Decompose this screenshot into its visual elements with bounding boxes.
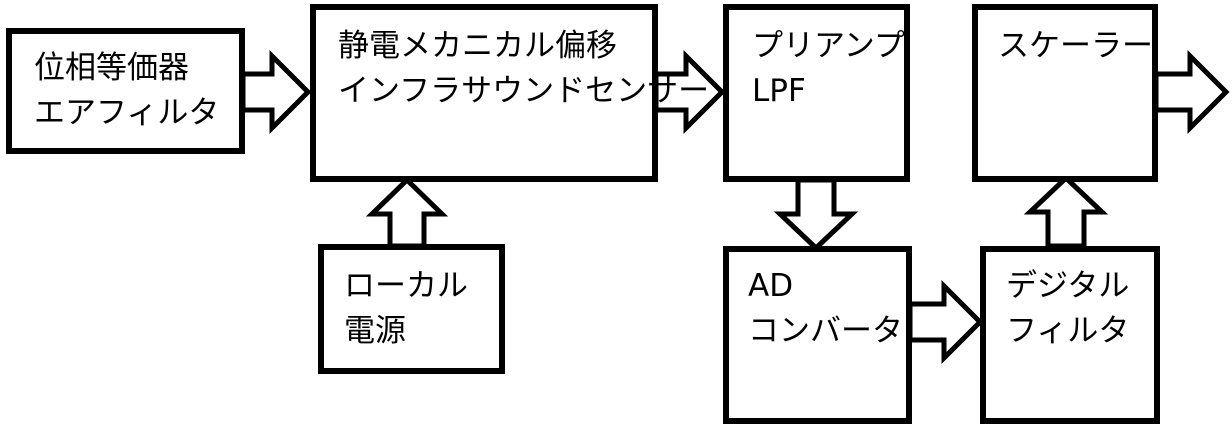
air-filter-line2: エアフィルタ (34, 95, 220, 131)
block-infrasound-sensor-label: 静電メカニカル偏移 インフラサウンドセンサー (338, 24, 709, 114)
arrow-scaler-output (1153, 49, 1230, 135)
block-local-power (318, 244, 505, 374)
adc-line2: コンバータ (748, 313, 903, 349)
digital-filter-line2: フィルタ (1006, 313, 1130, 349)
block-ad-converter-label: AD コンバータ (748, 264, 903, 354)
arrow-sensor-to-preamp (653, 49, 726, 135)
block-scaler-label: スケーラー (998, 24, 1153, 69)
block-preamp-lpf (723, 4, 910, 182)
block-digital-filter (980, 246, 1160, 424)
block-infrasound-sensor (310, 4, 658, 182)
block-digital-filter-label: デジタル フィルタ (1006, 264, 1129, 354)
preamp-line2: LPF (752, 73, 806, 109)
block-air-filter (6, 28, 245, 154)
sensor-line1: 静電メカニカル偏移 (338, 28, 617, 64)
adc-line1: AD (748, 268, 794, 304)
sensor-line2: インフラサウンドセンサー (338, 73, 710, 109)
arrow-power-to-sensor (365, 176, 449, 249)
arrow-digital-filter-to-scaler (1023, 174, 1109, 249)
block-local-power-label: ローカル 電源 (344, 264, 468, 354)
block-scaler (972, 4, 1158, 182)
block-preamp-lpf-label: プリアンプ LPF (752, 24, 905, 114)
arrow-preamp-to-adc (773, 177, 859, 252)
arrow-filter-to-sensor (240, 49, 312, 135)
air-filter-line1: 位相等価器 (34, 50, 189, 86)
power-line2: 電源 (344, 313, 406, 349)
arrow-adc-to-digital-filter (907, 279, 984, 365)
scaler-line1: スケーラー (998, 28, 1153, 64)
block-ad-converter (723, 246, 912, 424)
digital-filter-line1: デジタル (1006, 268, 1130, 304)
power-line1: ローカル (344, 268, 468, 304)
preamp-line1: プリアンプ (752, 28, 905, 64)
block-air-filter-label: 位相等価器 エアフィルタ (34, 46, 219, 136)
